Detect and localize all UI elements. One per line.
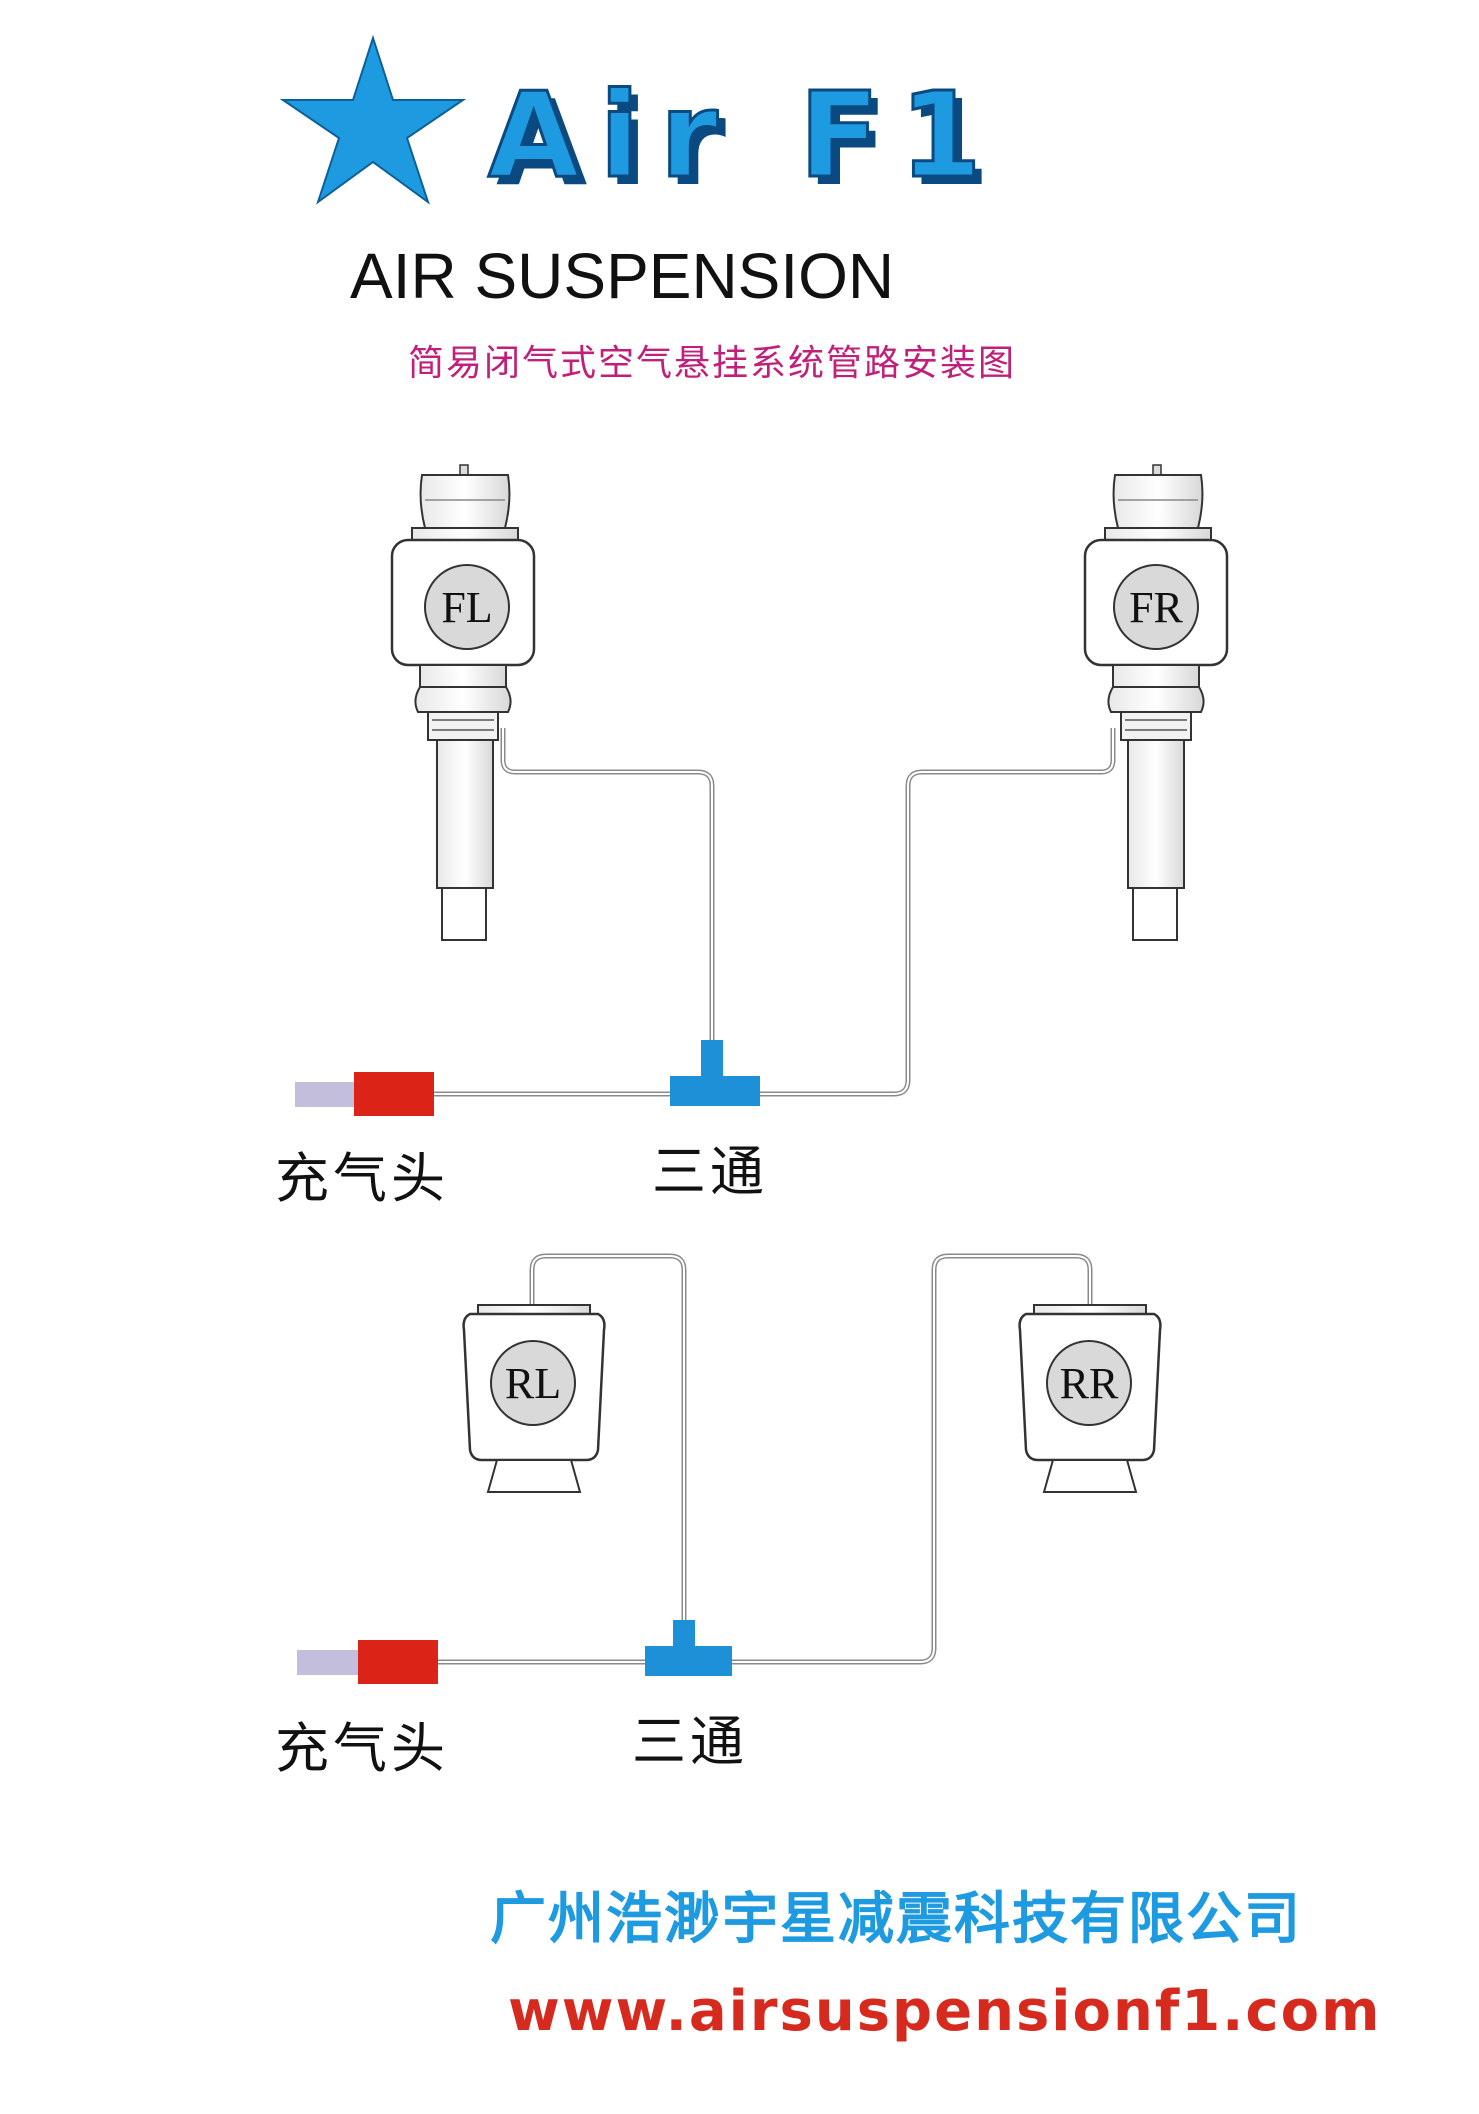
valve-label-front: 充气头 <box>275 1147 449 1210</box>
badge-rl <box>490 1340 576 1426</box>
label-rl: RL <box>505 1359 561 1408</box>
star-icon <box>279 34 467 205</box>
rear-air-lines-inner <box>437 1255 1091 1663</box>
airbag-rl: RL <box>462 1304 606 1493</box>
airbag-rr: RR <box>1018 1304 1162 1493</box>
label-rr: RR <box>1060 1359 1119 1408</box>
strut-fr: FR <box>1083 464 1229 941</box>
badge-fl <box>424 564 510 650</box>
tee-label-front: 三通 <box>652 1140 768 1203</box>
brand-shadow: Air F1 <box>496 74 1010 212</box>
website-url: www.airsuspensionf1.com <box>508 1979 1381 2044</box>
badge-fr <box>1113 564 1199 650</box>
front-air-lines-inner <box>434 728 1114 1095</box>
tee-fitting-front <box>670 1040 760 1106</box>
inflation-valve-front <box>295 1072 434 1116</box>
valve-label-rear: 充气头 <box>275 1717 449 1780</box>
subtitle: AIR SUSPENSION <box>350 240 894 312</box>
front-air-lines <box>434 728 1116 1097</box>
label-fr: FR <box>1129 583 1183 632</box>
diagram-caption: 简易闭气式空气悬挂系统管路安装图 <box>408 343 1016 384</box>
company-name: 广州浩渺宇星减震科技有限公司 <box>490 1887 1302 1952</box>
brand-logo: Air F1 Air F1 <box>279 34 1010 212</box>
tee-fitting-rear <box>645 1620 732 1676</box>
tee-label-rear: 三通 <box>632 1710 748 1773</box>
brand-wordmark: Air F1 <box>488 66 1002 204</box>
strut-fl: FL <box>390 464 536 941</box>
inflation-valve-rear <box>297 1640 438 1684</box>
badge-rr <box>1046 1340 1132 1426</box>
label-fl: FL <box>441 583 492 632</box>
